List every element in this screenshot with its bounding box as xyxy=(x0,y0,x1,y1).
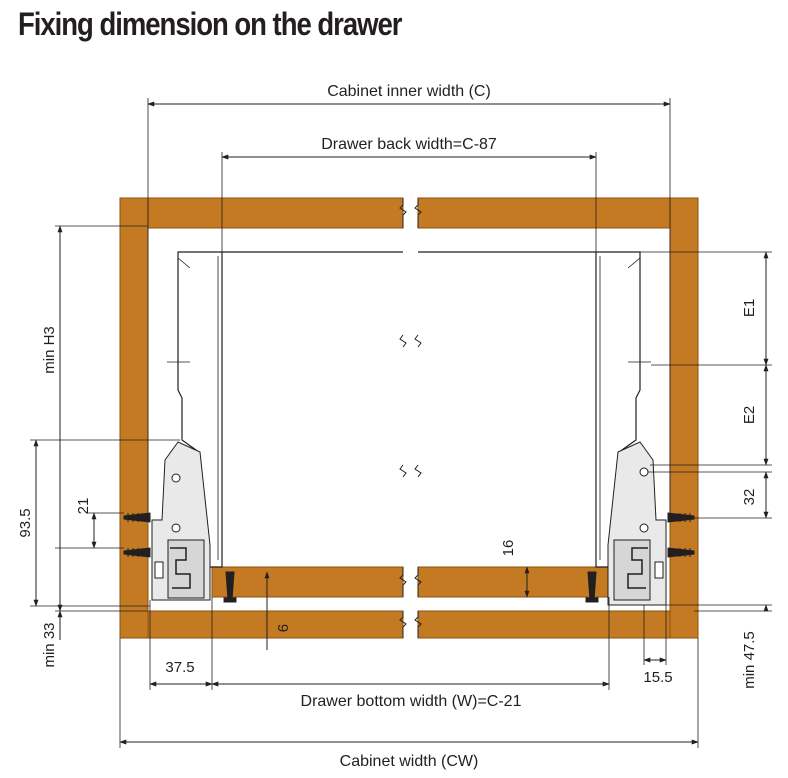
extension-lines xyxy=(30,98,772,748)
screw-bottom-left xyxy=(223,571,237,603)
screw-right-lower xyxy=(667,547,695,558)
cabinet-left-side-panel xyxy=(119,197,149,639)
right-runner xyxy=(607,441,667,606)
dim-label-16: 16 xyxy=(500,540,517,557)
cabinet-bottom-panel-left xyxy=(147,610,404,639)
drawer-bottom-panel-right xyxy=(417,566,610,598)
dim-label-21: 21 xyxy=(75,498,92,515)
left-runner xyxy=(151,441,211,601)
page-title: Fixing dimension on the drawer xyxy=(18,6,402,42)
dim-label-min-h3: min H3 xyxy=(41,326,58,374)
dim-label-e1: E1 xyxy=(741,299,758,317)
dim-label-min-33: min 33 xyxy=(41,622,58,667)
drawer-bottom-panel-left xyxy=(211,566,404,598)
cabinet-right-side-panel xyxy=(669,197,699,639)
dim-label-93-5: 93.5 xyxy=(17,508,34,537)
dim-label-min-47-5: min 47.5 xyxy=(741,631,758,689)
cabinet-top-panel-right xyxy=(417,197,671,229)
screw-left-upper xyxy=(123,512,151,523)
dim-label-15-5: 15.5 xyxy=(643,669,672,686)
cabinet-panels xyxy=(119,197,699,639)
screw-left-lower xyxy=(123,547,151,558)
cabinet-top-panel-left xyxy=(147,197,404,229)
dimension-lines xyxy=(33,101,769,745)
cabinet-bottom-panel-right xyxy=(417,610,671,639)
label-cabinet-width: Cabinet width (CW) xyxy=(340,753,479,770)
dim-label-9: 9 xyxy=(274,624,291,632)
dim-label-e2: E2 xyxy=(741,406,758,424)
label-drawer-back-width: Drawer back width=C-87 xyxy=(321,136,497,153)
dim-label-37-5: 37.5 xyxy=(165,659,194,676)
screws xyxy=(123,512,695,603)
screw-bottom-right xyxy=(585,571,599,603)
label-cabinet-inner-width: Cabinet inner width (C) xyxy=(327,83,491,100)
label-drawer-bottom-width: Drawer bottom width (W)=C-21 xyxy=(301,693,522,710)
break-marks xyxy=(399,198,422,638)
dim-label-32: 32 xyxy=(741,489,758,506)
screw-right-upper xyxy=(667,512,695,523)
